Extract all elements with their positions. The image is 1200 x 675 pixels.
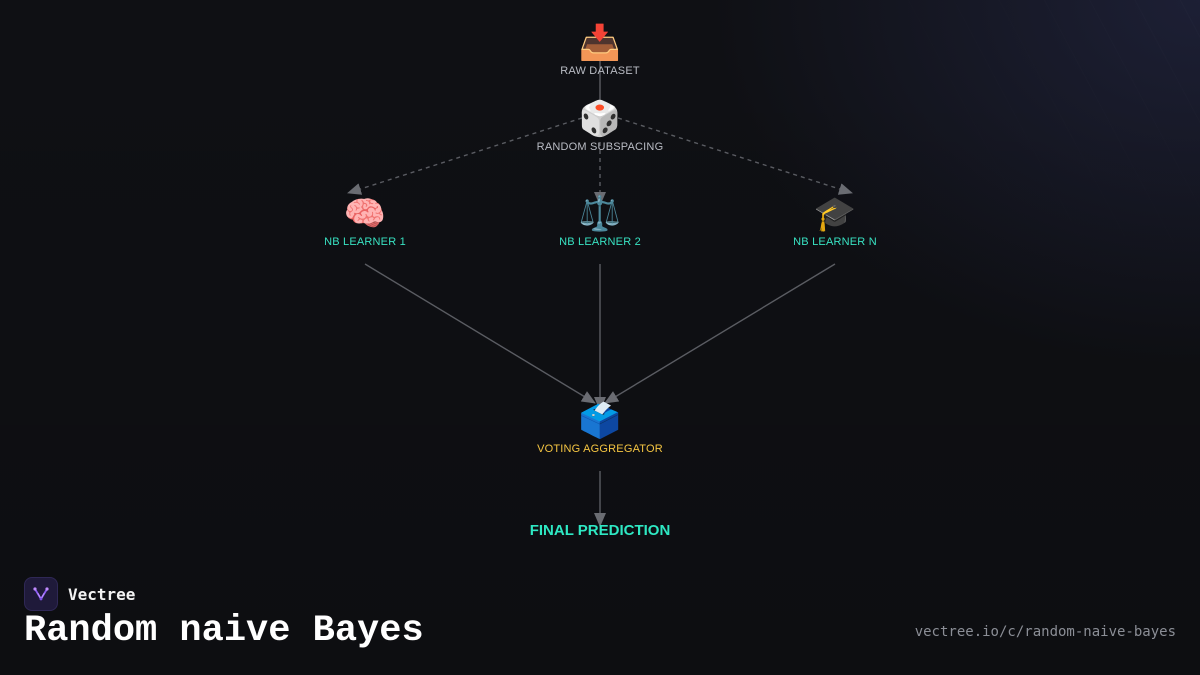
brand-name: Vectree [68, 584, 136, 604]
node-voting-aggregator: 🗳️ VOTING AGGREGATOR [537, 402, 663, 455]
node-label: VOTING AGGREGATOR [537, 443, 663, 455]
node-label: NB LEARNER N [793, 236, 877, 248]
edge-subspacing-to-learner-n [617, 117, 853, 195]
edge-learner-1-to-aggregator [364, 263, 596, 404]
node-nb-learner-2: ⚖️ NB LEARNER 2 [559, 195, 641, 248]
brand: Vectree [24, 577, 135, 611]
node-label: NB LEARNER 2 [559, 236, 641, 248]
node-nb-learner-n: 🎓 NB LEARNER N [793, 195, 877, 248]
ballot-box-icon: 🗳️ [578, 402, 622, 440]
vectree-logo-icon [24, 577, 58, 611]
node-nb-learner-1: 🧠 NB LEARNER 1 [324, 195, 406, 248]
page-title: Random naive Bayes [24, 610, 424, 652]
node-label: RAW DATASET [560, 65, 640, 77]
edge-subspacing-to-learner-1 [347, 117, 583, 195]
inbox-tray-icon: 📥 [578, 24, 622, 62]
node-label: RANDOM SUBSPACING [536, 141, 664, 153]
node-raw-dataset: 📥 RAW DATASET [560, 24, 640, 77]
node-label: NB LEARNER 1 [324, 236, 406, 248]
graduation-cap-icon: 🎓 [813, 195, 857, 233]
brain-icon: 🧠 [343, 195, 387, 233]
page-url[interactable]: vectree.io/c/random-naive-bayes [914, 624, 1176, 640]
node-final-prediction: FINAL PREDICTION [529, 522, 671, 539]
balance-scale-icon: ⚖️ [578, 195, 622, 233]
dice-icon: 🎲 [578, 100, 622, 138]
node-random-subspacing: 🎲 RANDOM SUBSPACING [537, 100, 664, 153]
edge-learner-n-to-aggregator [604, 263, 836, 404]
